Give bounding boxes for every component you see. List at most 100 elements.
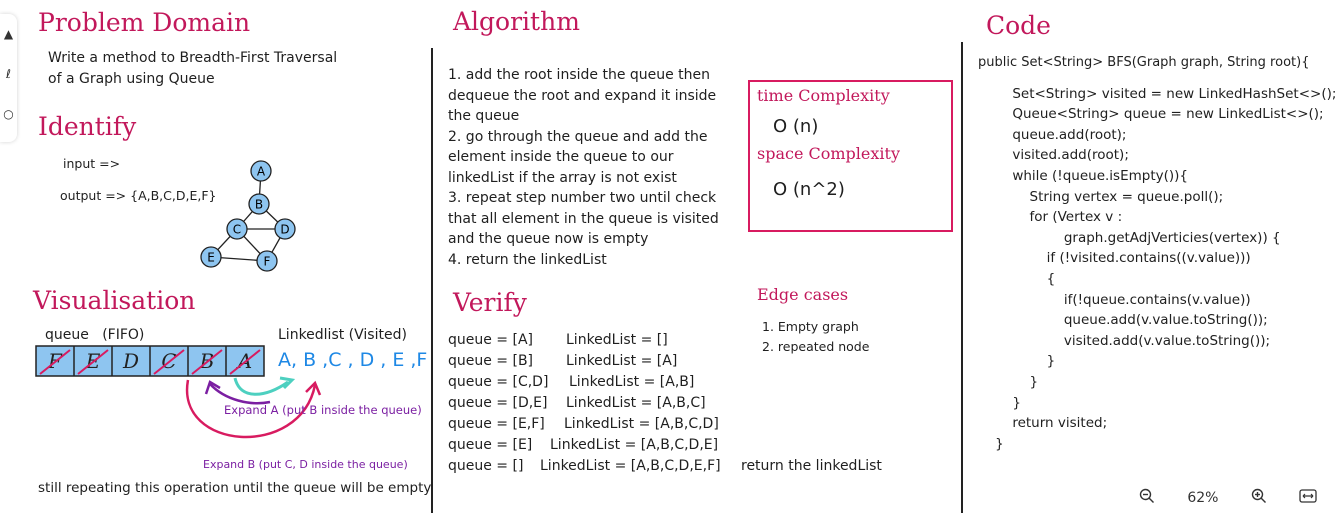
zoom-in-icon[interactable] (1251, 488, 1267, 508)
verify-list: LinkedList = [A,B] (569, 374, 695, 390)
graph-node-e: E (200, 246, 222, 268)
code-title: Code (986, 11, 1051, 40)
problem-line-1: Write a method to Breadth-First Traversa… (48, 50, 338, 66)
fit-width-icon[interactable] (1299, 488, 1317, 507)
algorithm-line: dequeue the root and expand it inside (448, 87, 717, 104)
queue-cell: D (122, 349, 139, 373)
algorithm-line: linkedList if the array is not exist (448, 169, 677, 186)
verify-list: LinkedList = [A,B,C] (566, 395, 706, 411)
code-line: { (978, 270, 1056, 287)
edge-case-item: 2. repeated node (762, 339, 870, 354)
queue-cell: B (199, 349, 215, 373)
space-complexity-value: O (n^2) (773, 179, 845, 200)
graph-node-f: F (256, 250, 278, 272)
pink-arrow (185, 379, 317, 439)
visualisation-footer: still repeating this operation until the… (38, 480, 432, 496)
code-line: visited.add(root); (978, 147, 1129, 164)
queue-visual: F E D C B A (35, 345, 322, 439)
time-complexity-value: O (n) (773, 116, 819, 137)
code-line: while (!queue.isEmpty()){ (978, 167, 1188, 184)
verify-note: return the linkedList (741, 458, 882, 474)
verify-queue: queue = [E] (448, 437, 533, 453)
code-line: } (978, 373, 1039, 390)
code-line: if (!visited.contains((v.value))) (978, 250, 1251, 267)
code-line: queue.add(root); (978, 126, 1127, 143)
verify-queue: queue = [D,E] (448, 395, 548, 411)
complexity-box (748, 80, 953, 232)
code-line: } (978, 353, 1056, 370)
code-line: String vertex = queue.poll(); (978, 188, 1224, 205)
linkedlist-items: A, B ,C , D , E ,F (278, 349, 428, 371)
graph-node-c: C (226, 218, 248, 240)
visualisation-title: Visualisation (33, 286, 196, 315)
zoom-toolbar: 62% (1123, 482, 1333, 513)
identify-title: Identify (38, 112, 137, 141)
verify-queue: queue = [B] (448, 353, 534, 369)
pen-tool-icon[interactable]: ℓ (6, 67, 11, 81)
verify-list: LinkedList = [A,B,C,D,E] (550, 437, 719, 453)
select-tool-icon[interactable]: ▲ (3, 27, 14, 41)
code-line: visited.add(v.value.toString()); (978, 332, 1271, 349)
problem-line-2: of a Graph using Queue (48, 71, 215, 87)
verify-queue: queue = [] (448, 458, 524, 474)
code-line: } (978, 435, 1004, 452)
code-line (978, 74, 1336, 84)
code-line: public Set<String> BFS(Graph graph, Stri… (978, 55, 1310, 70)
node-label: F (264, 255, 271, 269)
algorithm-steps: 1. add the root inside the queue then de… (448, 65, 719, 270)
code-line: graph.getAdjVerticies(vertex)) { (978, 229, 1281, 246)
zoom-out-icon[interactable] (1139, 488, 1155, 508)
zoom-level[interactable]: 62% (1187, 489, 1219, 506)
identify-input: input => (63, 156, 121, 171)
algorithm-line: that all element in the queue is visited (448, 210, 719, 227)
queue-cell: A (236, 349, 252, 373)
graph-node-b: B (248, 193, 270, 215)
algorithm-line: 3. repeat step number two until check (448, 190, 717, 206)
algorithm-line: and the queue now is empty (448, 231, 649, 247)
graph-edges (210, 170, 286, 262)
algorithm-line: element inside the queue to our (448, 149, 674, 165)
linkedlist-label: Linkedlist (Visited) (278, 327, 407, 343)
divider-right (961, 42, 963, 513)
code-line: Queue<String> queue = new LinkedList<>()… (978, 106, 1324, 123)
code-line: if(!queue.contains(v.value)) (978, 291, 1251, 308)
code-block: public Set<String> BFS(Graph graph, Stri… (978, 53, 1336, 454)
identify-output: output => {A,B,C,D,E,F} (60, 188, 217, 203)
node-label: B (255, 198, 263, 212)
node-label: D (280, 223, 289, 237)
code-line: Set<String> visited = new LinkedHashSet<… (978, 85, 1337, 102)
code-line: return visited; (978, 415, 1108, 432)
queue-label: queue (FIFO) (45, 327, 145, 343)
space-complexity-label: space Complexity (757, 144, 900, 163)
node-label: A (257, 165, 266, 179)
tool-sidebar: ▲ ℓ ○ (0, 14, 17, 142)
strike-marks (39, 349, 261, 375)
verify-list: LinkedList = [A,B,C,D] (564, 416, 719, 432)
node-label: C (233, 223, 241, 237)
verify-title: Verify (453, 288, 527, 317)
graph-diagram: A B C D E F (200, 160, 296, 272)
graph-node-d: D (274, 218, 296, 240)
verify-list: LinkedList = [A,B,C,D,E,F] (540, 458, 721, 474)
node-label: E (207, 251, 215, 265)
time-complexity-label: time Complexity (757, 86, 890, 105)
code-line: for (Vertex v : (978, 209, 1123, 226)
purple-arrow (209, 383, 271, 405)
problem-domain-title: Problem Domain (38, 8, 251, 37)
algorithm-line: 2. go through the queue and add the (448, 128, 708, 145)
algorithm-title: Algorithm (453, 7, 580, 36)
algorithm-line: 1. add the root inside the queue then (448, 67, 711, 83)
eraser-tool-icon[interactable]: ○ (3, 107, 14, 121)
algorithm-line: 4. return the linkedList (448, 251, 607, 268)
edge-cases-title: Edge cases (757, 285, 849, 304)
verify-queue: queue = [A] (448, 332, 533, 348)
code-line: } (978, 394, 1021, 411)
code-line: queue.add(v.value.toString()); (978, 312, 1268, 329)
verify-queue: queue = [E,F] (448, 416, 545, 432)
edge-case-item: 1. Empty graph (762, 319, 859, 334)
expand-b-note: Expand B (put C, D inside the queue) (203, 458, 408, 471)
graph-node-a: A (250, 160, 272, 182)
divider-left (431, 48, 433, 513)
verify-queue: queue = [C,D] (448, 374, 549, 390)
expand-a-note: Expand A (put B inside the queue) (224, 403, 422, 417)
